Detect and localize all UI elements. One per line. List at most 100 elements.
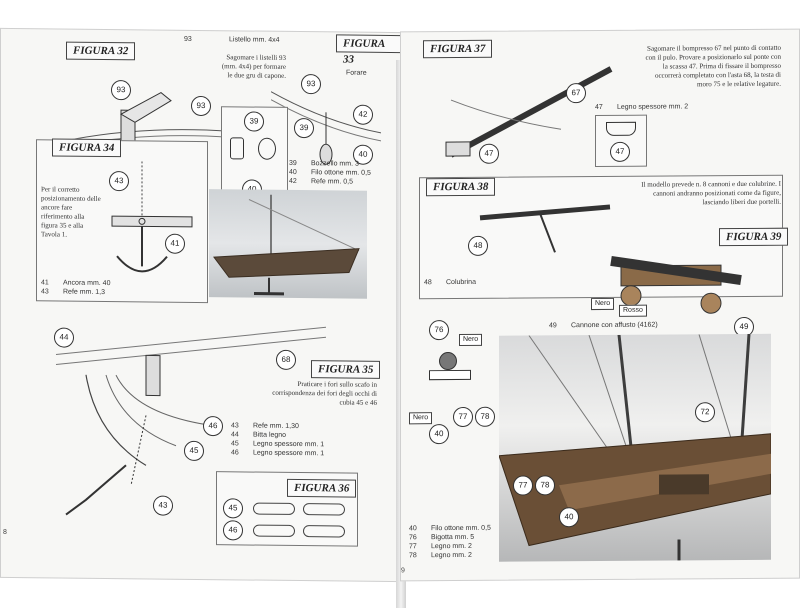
fig32-header-number: 93 — [184, 35, 192, 44]
tag-nero: Nero — [591, 298, 614, 310]
chainplate-shape — [429, 370, 471, 380]
fig35-instructions: Praticare i fori sullo scafo in corrispo… — [269, 380, 377, 408]
fig33-callout-39: 39 — [294, 118, 314, 138]
fig39-instructions: Il modello prevede n. 8 cannoni e due co… — [641, 180, 781, 208]
wood-plate-shape — [303, 503, 345, 515]
fig39-part: 49 Cannone con affusto (4162) — [549, 321, 658, 331]
tag-nero-chainplate: Nero — [409, 412, 432, 424]
part-name: Bitta legno — [253, 431, 286, 440]
figure-36-label: FIGURA 36 — [287, 479, 356, 498]
part-name: Bozzello mm. 3 — [311, 159, 359, 169]
fig34-panel: FIGURA 34 Per il corretto posizionamento… — [36, 139, 208, 303]
fig37-callout-47: 47 — [479, 144, 499, 164]
detail-callout-40: 40 — [429, 424, 449, 444]
part-name: Cannone con affusto (4162) — [571, 321, 658, 331]
figure-35-label: FIGURA 35 — [311, 360, 380, 379]
parts-row: 42 Refe mm. 0,5 — [289, 177, 371, 187]
fig34-callout-43: 43 — [109, 171, 129, 191]
part-number: 39 — [289, 159, 301, 168]
part-name: Legno mm. 2 — [431, 542, 472, 551]
fig36-callout-45: 45 — [223, 498, 243, 518]
part-number: 78 — [409, 551, 421, 560]
part-number: 40 — [289, 168, 301, 177]
part-number: 48 — [424, 278, 436, 287]
parts-row: 40 Filo ottone mm. 0,5 — [409, 524, 491, 534]
part-name: Legno spessore mm. 2 — [617, 102, 688, 111]
part-name: Refe mm. 1,30 — [253, 422, 299, 431]
part-number: 40 — [409, 524, 421, 533]
part-number: 49 — [549, 321, 561, 330]
part-name: Refe mm. 1,3 — [63, 288, 105, 297]
fig37-part: 47 Legno spessore mm. 2 — [595, 102, 688, 112]
fig34-instructions: Per il corretto posizionamento delle anc… — [41, 185, 101, 240]
block-side-shape — [258, 138, 276, 160]
tag-rosso: Rosso — [619, 305, 647, 317]
fig35-callout-44: 44 — [54, 327, 74, 347]
fig37-drawing — [441, 59, 621, 170]
detail-callout-77: 77 — [453, 407, 473, 427]
fig37-inset: 47 — [595, 115, 647, 167]
part-name: Ancora mm. 40 — [63, 279, 110, 288]
parts-row: 49 Cannone con affusto (4162) — [549, 321, 658, 331]
part-name: Legno spessore mm. 1 — [253, 449, 324, 459]
fig37-callout-67: 67 — [566, 83, 586, 103]
fig34-callout-41: 41 — [165, 234, 185, 254]
part-name: Refe mm. 0,5 — [311, 177, 353, 186]
open-manual: FIGURA 32 93 Listello mm. 4x4 Sagomare i… — [0, 30, 800, 590]
photo-callout-40: 40 — [559, 507, 579, 527]
ship-photo-shape — [209, 189, 367, 299]
parts-row: 48 Colubrina — [424, 278, 476, 287]
ship-deck-photo-shape — [499, 334, 771, 562]
wood-plate-shape — [253, 503, 295, 515]
fig36-callout-46: 46 — [223, 520, 243, 540]
part-number: 77 — [409, 542, 421, 551]
part-number: 47 — [595, 103, 607, 112]
fig37-instructions: Sagomare il bompresso 67 nel punto di co… — [641, 44, 781, 90]
fig32-callout-1: 93 — [111, 80, 131, 100]
parts-row: 46 Legno spessore mm. 1 — [231, 448, 324, 458]
part-number: 42 — [289, 177, 301, 186]
fig33-inset-callout-39: 39 — [244, 111, 264, 131]
part-name: Colubrina — [446, 278, 476, 287]
parts-list-41-43: 41 Ancora mm. 40 43 Refe mm. 1,3 — [41, 278, 110, 297]
fig38-part: 48 Colubrina — [424, 278, 476, 287]
page-number-left: 8 — [3, 529, 7, 536]
figure-34-label: FIGURA 34 — [52, 138, 121, 157]
photo-callout-77: 77 — [513, 475, 533, 495]
fig33-callout-93: 93 — [301, 74, 321, 94]
fig35-callout-46: 46 — [203, 416, 223, 436]
wood-plate-shape — [303, 525, 345, 537]
fig35-callout-43: 43 — [153, 495, 173, 515]
fig32-callout-2: 93 — [191, 96, 211, 116]
page-number-right: 9 — [401, 567, 405, 574]
block-part-shape — [230, 137, 244, 159]
figure-33-label: FIGURA 33 — [336, 34, 401, 53]
fig38-callout-48: 48 — [468, 236, 488, 256]
detail-callout-78: 78 — [475, 407, 495, 427]
part-name: Filo ottone mm. 0,5 — [431, 524, 491, 533]
fig35-callout-45: 45 — [184, 441, 204, 461]
parts-row: 47 Legno spessore mm. 2 — [595, 102, 688, 112]
fig36-panel: FIGURA 36 45 46 — [216, 471, 358, 546]
figure-37-label: FIGURA 37 — [423, 40, 492, 58]
step-part-shape — [606, 122, 636, 136]
colubrina-drawing — [470, 197, 620, 258]
model-photo-left — [209, 189, 367, 299]
part-number: 41 — [41, 278, 53, 287]
parts-row: 78 Legno mm. 2 — [409, 551, 491, 561]
wood-plate-shape — [253, 525, 295, 537]
deadeye-callout-76: 76 — [429, 320, 449, 340]
part-number: 43 — [41, 287, 53, 296]
fig32-header-text: Listello mm. 4x4 — [229, 35, 280, 45]
part-number: 45 — [231, 439, 243, 448]
tag-nero-deadeye: Nero — [459, 334, 482, 346]
part-number: 46 — [231, 448, 243, 457]
part-number: 76 — [409, 533, 421, 542]
figure-32-label: FIGURA 32 — [66, 42, 135, 61]
fig35-callout-68: 68 — [276, 350, 296, 370]
part-name: Legno mm. 2 — [431, 551, 472, 560]
figure-38-label: FIGURA 38 — [426, 178, 495, 196]
